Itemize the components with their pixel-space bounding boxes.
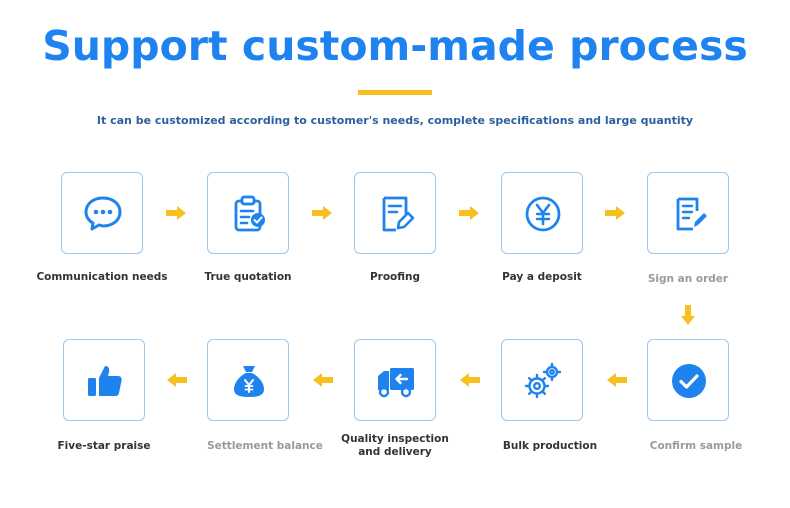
step-label-true-quotation: True quotation: [204, 271, 292, 283]
page-title: Support custom-made process: [42, 22, 748, 70]
step-label-sign-order: Sign an order: [647, 273, 729, 285]
thumbs-up-icon: [88, 366, 122, 396]
yen-coin-icon: [525, 196, 561, 232]
chat-bubbles-icon: [84, 196, 122, 231]
clipboard-check-icon: [234, 195, 265, 232]
arrow-left-icon: [167, 373, 187, 387]
step-quality-inspection-delivery: [354, 339, 436, 421]
document-edit-icon: [382, 196, 415, 232]
arrow-down-icon: [681, 305, 695, 325]
step-label-communication-needs: Communication needs: [36, 271, 168, 283]
step-label-five-star-praise: Five-star praise: [57, 440, 151, 452]
check-circle-icon: [672, 364, 706, 398]
arrow-right-icon: [605, 206, 625, 220]
arrow-left-icon: [313, 373, 333, 387]
arrow-left-icon: [460, 373, 480, 387]
step-bulk-production: [501, 339, 583, 421]
step-label-pay-deposit: Pay a deposit: [502, 271, 582, 283]
step-five-star-praise: [63, 339, 145, 421]
step-true-quotation: [207, 172, 289, 254]
step-communication-needs: [61, 172, 143, 254]
step-label-quality-inspection-delivery: Quality inspection and delivery: [341, 433, 449, 458]
step-pay-deposit: [501, 172, 583, 254]
step-sign-order: [647, 172, 729, 254]
step-label-proofing: Proofing: [369, 271, 421, 283]
arrow-left-icon: [607, 373, 627, 387]
step-settlement-balance: [207, 339, 289, 421]
arrow-right-icon: [166, 206, 186, 220]
order-document-pen-icon: [676, 197, 707, 231]
page-subtitle: It can be customized according to custom…: [96, 114, 694, 127]
delivery-truck-icon: [378, 368, 414, 398]
step-proofing: [354, 172, 436, 254]
title-underline: [358, 90, 432, 95]
step-label-settlement-balance: Settlement balance: [207, 440, 323, 452]
gears-icon: [524, 362, 562, 399]
step-label-bulk-production: Bulk production: [502, 440, 598, 452]
step-confirm-sample: [647, 339, 729, 421]
step-label-confirm-sample: Confirm sample: [649, 440, 743, 452]
arrow-right-icon: [312, 206, 332, 220]
arrow-right-icon: [459, 206, 479, 220]
money-bag-icon: [234, 366, 264, 397]
